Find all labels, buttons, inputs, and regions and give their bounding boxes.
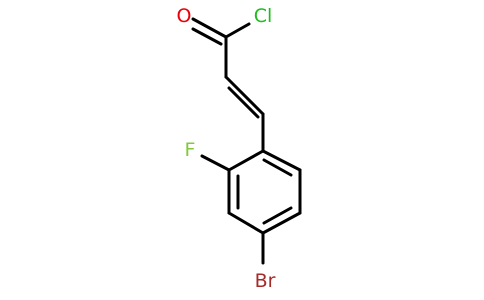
bond-c-f xyxy=(200,154,231,172)
bond-ring-c6-c1 xyxy=(261,149,302,172)
atom-label-chlorine: Cl xyxy=(254,5,273,27)
bond-carbonyl-outer xyxy=(191,17,228,39)
bond-carbonyl-inner xyxy=(191,27,223,46)
bond-ring-c1-c2 xyxy=(227,149,265,172)
bond-c-cl xyxy=(224,22,251,39)
atom-label-fluorine: F xyxy=(185,139,196,161)
bond-ring-inner-2 xyxy=(262,206,293,225)
bond-ring-c4-c5 xyxy=(261,211,302,235)
bond-alkene-outer xyxy=(224,75,265,116)
atom-label-bromine: Br xyxy=(255,270,276,292)
bond-ring-c3-c4 xyxy=(227,211,265,235)
atom-label-oxygen: O xyxy=(177,5,192,27)
bond-alkene-inner xyxy=(227,86,260,119)
bond-ring-inner-3 xyxy=(262,158,293,177)
